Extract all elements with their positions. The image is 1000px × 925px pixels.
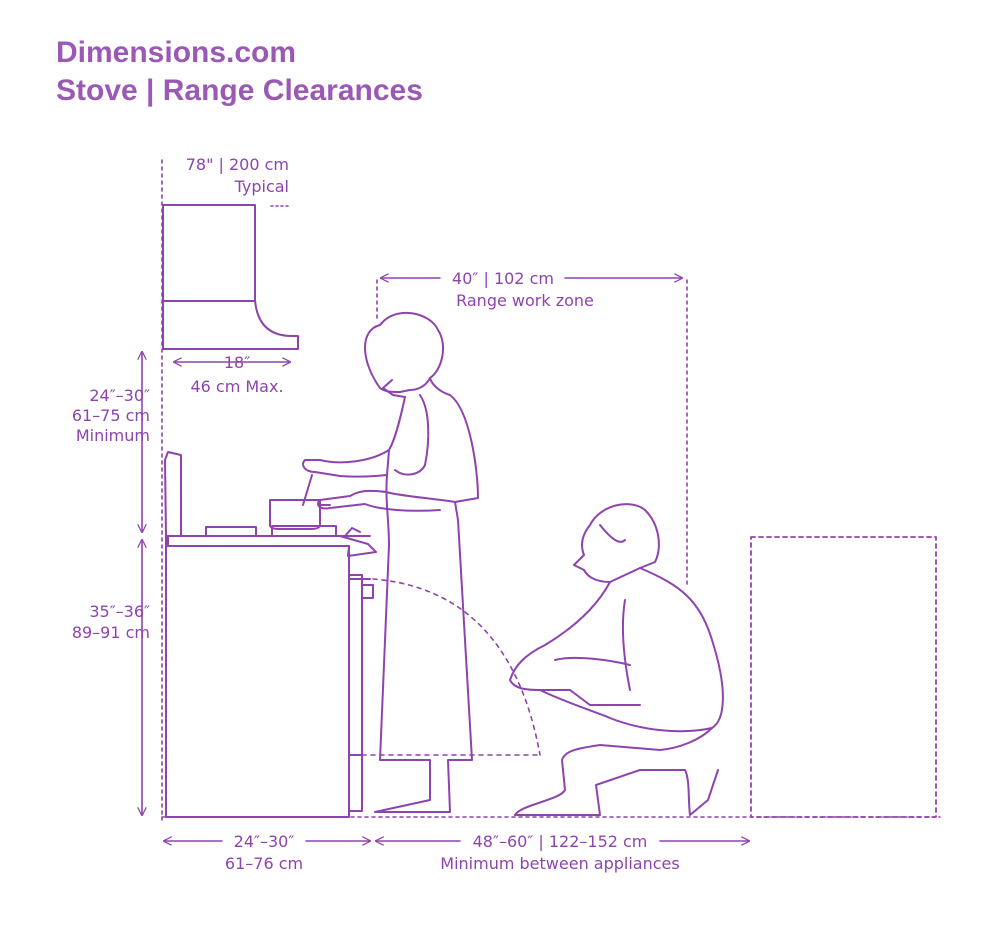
range-width-cm: 61–76 cm	[225, 854, 303, 873]
crouching-person	[509, 503, 724, 816]
between-appliances-note: Minimum between appliances	[440, 854, 679, 873]
range-hood	[162, 204, 299, 350]
hood-height-value: 78" | 200 cm	[186, 155, 289, 174]
hood-depth-value: 18″	[224, 353, 250, 372]
stove	[164, 451, 377, 818]
hood-clearance-in: 24″–30″	[89, 386, 150, 405]
opposite-appliance	[750, 536, 937, 818]
counter-height-in: 35″–36″	[89, 602, 150, 621]
oven-door-swing	[372, 578, 541, 756]
between-appliances-value: 48″–60″ | 122–152 cm	[473, 832, 648, 851]
page-subtitle: Stove | Range Clearances	[56, 74, 423, 107]
work-zone-note: Range work zone	[456, 291, 594, 310]
standing-person	[302, 311, 479, 813]
hood-clearance-cm: 61–75 cm	[72, 406, 150, 425]
page-title: Dimensions.com	[56, 36, 297, 69]
range-width-in: 24″–30″	[234, 832, 295, 851]
hood-depth-note: 46 cm Max.	[190, 377, 283, 396]
hood-clearance-note: Minimum	[76, 426, 150, 445]
cooking-pot	[269, 499, 331, 530]
hood-height-note: Typical	[234, 177, 289, 196]
counter-height-cm: 89–91 cm	[72, 623, 150, 642]
work-zone-value: 40″ | 102 cm	[452, 269, 554, 288]
